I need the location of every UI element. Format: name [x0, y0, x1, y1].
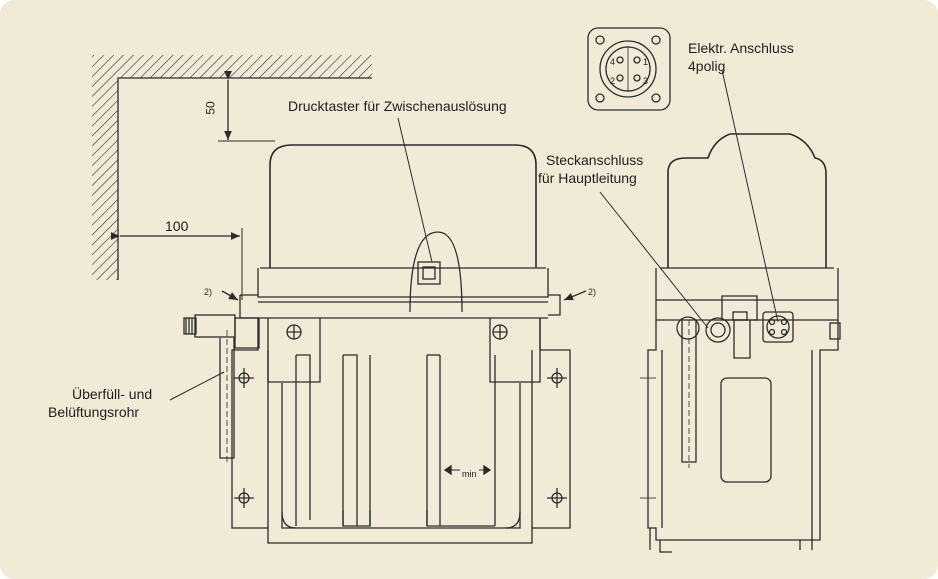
button-label: Drucktaster für Zwischenauslösung — [288, 98, 507, 114]
electrical-connection-label-2: 4polig — [688, 58, 726, 74]
pin-label-4: 4 — [610, 57, 616, 67]
dimension-50-label: 50 — [203, 101, 218, 115]
note-2-right: 2) — [588, 287, 597, 297]
pin-label-2: 2 — [610, 76, 616, 86]
dimension-100-label: 100 — [165, 218, 189, 234]
dimension-100 — [110, 228, 243, 300]
leader-lines — [169, 69, 779, 401]
note-2-left: 2) — [204, 287, 213, 297]
pin-label-1: 1 — [643, 57, 649, 67]
dimension-50 — [218, 70, 275, 142]
connector-detail — [587, 27, 671, 111]
pin-label-3: 3 — [643, 76, 649, 86]
side-view — [640, 133, 841, 553]
plug-connection-label-2: für Hauptleitung — [538, 170, 637, 186]
overflow-pipe-label-2: Belüftungsrohr — [48, 404, 140, 420]
electrical-connection-label-1: Elektr. Anschluss — [688, 40, 794, 56]
wall-hatching — [92, 55, 372, 280]
min-level-label: min — [460, 466, 479, 482]
plug-connection-label-1: Steckanschluss — [546, 152, 644, 168]
front-view — [183, 144, 587, 544]
overflow-pipe-label-1: Überfüll- und — [72, 386, 153, 402]
